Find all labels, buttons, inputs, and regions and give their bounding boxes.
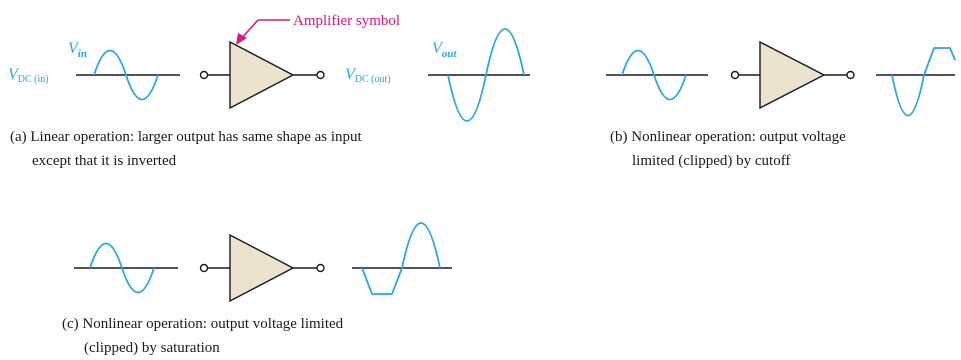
panel-b-diagram xyxy=(606,40,956,117)
amplifier-symbol-callout: Amplifier symbol xyxy=(236,13,400,45)
vdc-out-label-main: V xyxy=(345,66,357,83)
panel-a-input-wave xyxy=(93,49,159,101)
panel-a-caption: (a) Linear operation: larger output has … xyxy=(10,125,362,173)
panel-a-caption-line-2: except that it is inverted xyxy=(32,153,177,169)
panel-b-input-terminal xyxy=(730,70,740,80)
panel-c-input-wave xyxy=(89,242,155,294)
panel-a-output-wave xyxy=(447,28,525,122)
vdc-in-label-sub: DC (in) xyxy=(18,74,49,85)
vin-label: Vin xyxy=(68,40,87,60)
panel-a-output-terminal xyxy=(316,70,325,80)
panel-a-input-terminal xyxy=(199,70,209,80)
vout-label: Vout xyxy=(432,40,457,60)
callout-text: Amplifier symbol xyxy=(293,13,400,29)
panel-a-diagram: Vin VDC (in) Vout VDC (out) xyxy=(8,28,530,122)
panel-c-caption-line-2: (clipped) by saturation xyxy=(84,340,220,356)
panel-b-caption: (b) Nonlinear operation: output voltage … xyxy=(610,125,846,173)
panel-b-amplifier-triangle xyxy=(759,40,826,110)
vout-label-sub: out xyxy=(442,48,458,60)
panel-b-caption-line-1: (b) Nonlinear operation: output voltage xyxy=(610,129,846,145)
vdc-in-label-main: V xyxy=(8,66,20,83)
vdc-in-label: VDC (in) xyxy=(8,66,49,85)
panel-c-diagram xyxy=(74,222,452,303)
panel-b-output-wave-clipped xyxy=(891,47,956,117)
panel-c-input-terminal xyxy=(199,263,209,273)
panel-b-input-wave xyxy=(621,49,687,101)
panel-c-amplifier-triangle xyxy=(229,233,295,303)
panel-a-amplifier-triangle xyxy=(229,40,295,110)
panel-b-caption-line-2: limited (clipped) by cutoff xyxy=(632,153,791,169)
vin-label-main: V xyxy=(68,40,80,57)
panel-c-caption-line-1: (c) Nonlinear operation: output voltage … xyxy=(62,316,344,332)
vdc-out-label: VDC (out) xyxy=(345,66,391,85)
panel-c-output-wave-clipped xyxy=(361,222,441,295)
vout-label-main: V xyxy=(432,40,444,57)
callout-arrowhead-icon xyxy=(236,33,247,45)
vin-label-sub: in xyxy=(78,48,87,60)
panel-a-caption-line-1: (a) Linear operation: larger output has … xyxy=(10,129,362,145)
panel-c-caption: (c) Nonlinear operation: output voltage … xyxy=(62,312,343,360)
vdc-out-label-sub: DC (out) xyxy=(355,74,391,85)
panel-c-output-terminal xyxy=(316,263,325,273)
panel-b-output-terminal xyxy=(846,70,855,80)
